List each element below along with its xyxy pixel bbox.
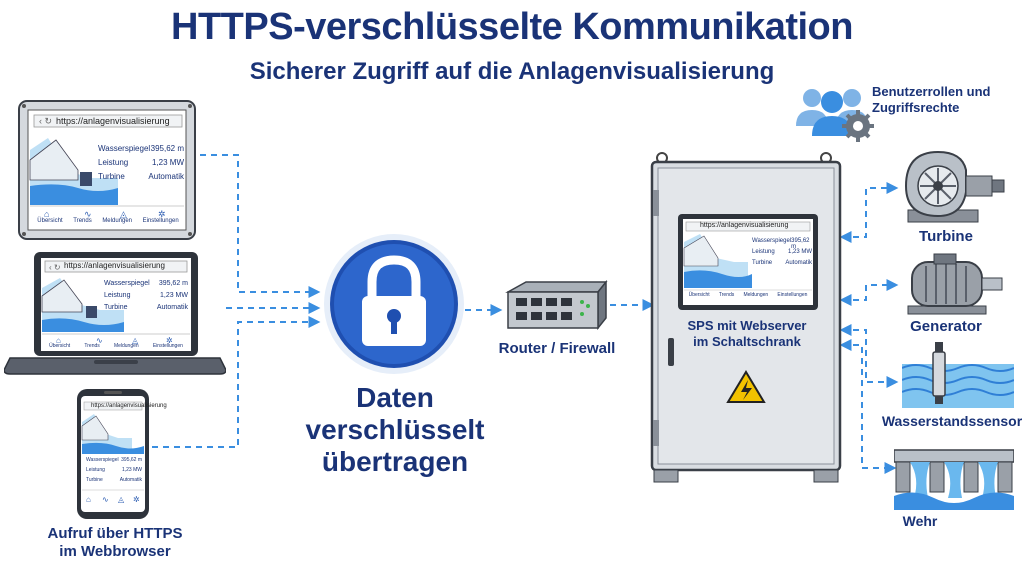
generator-icon	[907, 253, 1003, 315]
url-text: https://anlagenvisualisierung	[91, 403, 167, 409]
encrypted-label: Daten verschlüsselt übertragen	[305, 382, 485, 477]
arrow-monitor	[200, 154, 321, 298]
svg-text:∿: ∿	[84, 209, 92, 219]
svg-text:◬: ◬	[120, 209, 127, 219]
svg-text:∿: ∿	[96, 336, 103, 345]
client-label: Aufruf über HTTPS im Webbrowser	[47, 525, 183, 560]
sps-label: SPS mit Webserver im Schaltschrank	[687, 318, 807, 349]
svg-text:◬: ◬	[132, 336, 139, 345]
page-title: HTTPS-verschlüsselte Kommunikation	[171, 6, 853, 48]
laptop-device: ‹ ↻ ⌂ ∿ ◬ ✲ https://anlagenvisualisierun…	[4, 250, 226, 376]
svg-text:⌂: ⌂	[44, 209, 49, 219]
user-roles-icon	[796, 89, 874, 142]
lock-icon	[324, 234, 464, 374]
turbine-label: Turbine	[919, 228, 973, 245]
svg-text:✲: ✲	[166, 336, 173, 345]
svg-text:‹ ↻: ‹ ↻	[39, 116, 52, 126]
phone-device: ⌂ ∿ ◬ ✲ https://anlagenvisualisierung Wa…	[76, 388, 167, 520]
monitor-device: ‹ ↻ ⌂ ∿ ◬ ✲ https://anlagenvisualisierun…	[18, 100, 196, 240]
arrow-phone	[152, 316, 321, 448]
url-text: https://anlagenvisualisierung	[700, 222, 789, 229]
roles-label: Benutzerrollen und Zugriffsrechte	[872, 84, 991, 115]
sensor-label: Wasserstandssensor	[881, 413, 1023, 429]
svg-text:✲: ✲	[133, 495, 140, 504]
svg-text:⌂: ⌂	[86, 495, 91, 504]
weir-label: Wehr	[902, 513, 938, 529]
turbine-icon	[904, 150, 1005, 223]
arrow-sensor	[839, 324, 899, 388]
generator-label: Generator	[910, 318, 982, 335]
control-cabinet	[650, 152, 842, 483]
svg-text:‹ ↻: ‹ ↻	[49, 263, 61, 272]
svg-text:✲: ✲	[158, 209, 166, 219]
arrow-generator	[839, 279, 899, 306]
svg-text:⌂: ⌂	[56, 336, 61, 345]
arrow-turbine	[839, 182, 899, 243]
arrow-weir	[839, 339, 897, 474]
water-level-sensor-icon	[902, 342, 1014, 408]
url-text: https://anlagenvisualisierung	[64, 261, 165, 270]
url-text: https://anlagenvisualisierung	[56, 116, 170, 126]
router-icon	[505, 279, 608, 331]
svg-text:◬: ◬	[118, 495, 125, 504]
router-label: Router / Firewall	[498, 340, 616, 357]
page-subtitle: Sicherer Zugriff auf die Anlagenvisualis…	[249, 58, 775, 85]
svg-text:∿: ∿	[102, 495, 109, 504]
weir-icon	[894, 449, 1014, 510]
